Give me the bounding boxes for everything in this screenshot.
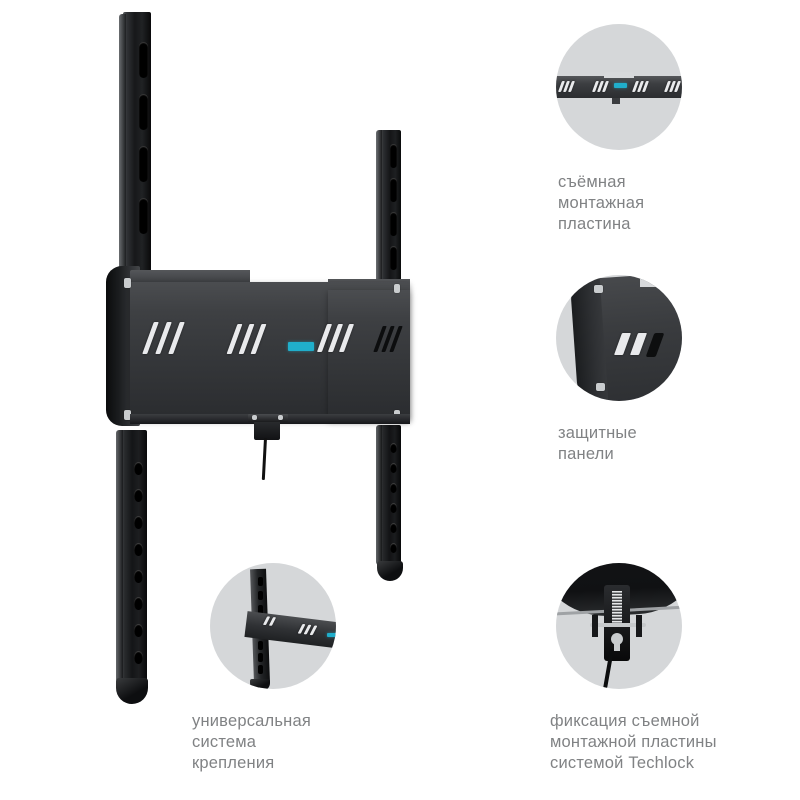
- rail-hole: [134, 489, 143, 502]
- rail-hole: [134, 651, 143, 664]
- callout-circle-removable-mounting-plate: [556, 24, 682, 150]
- rail-upper-left: [115, 12, 155, 297]
- rail-slot: [258, 605, 263, 614]
- rail-slot: [258, 653, 263, 662]
- callout-circle-universal-mounting-system: [210, 563, 336, 689]
- techlock-pull-cord: [261, 437, 267, 481]
- brand-logo: [327, 633, 336, 637]
- rail-upper-right: [373, 130, 409, 300]
- rail-hole: [390, 443, 397, 453]
- callout-protective-panels: защитные панели: [556, 275, 796, 475]
- techlock-wing: [592, 615, 598, 637]
- callout-label-removable-mounting-plate: съёмная монтажная пластина: [558, 173, 645, 233]
- protective-panel-top-step: [640, 275, 682, 287]
- mount-front-panel-right: [328, 290, 410, 420]
- rail-hole: [390, 483, 397, 493]
- screw-cap: [596, 383, 605, 391]
- techlock-keyhole-slot: [614, 641, 620, 651]
- techlock-latch-bracket: [248, 414, 288, 422]
- rail-hole: [134, 624, 143, 637]
- rail-hole: [390, 523, 397, 533]
- rail-hole: [134, 516, 143, 529]
- rail-slot: [258, 591, 263, 600]
- rail-foot-cap: [377, 561, 403, 581]
- rail-slot: [258, 577, 263, 586]
- mounting-plate-notch: [604, 72, 634, 78]
- screw-cap: [594, 285, 603, 293]
- techlock-wing: [636, 615, 642, 637]
- screw-cap: [252, 415, 257, 420]
- rail-hole: [390, 543, 397, 553]
- rail-slot: [390, 144, 397, 168]
- body-top-edge: [130, 270, 250, 284]
- screw-cap: [394, 284, 400, 293]
- callout-label-techlock-fixation: фиксация съемной монтажной пластины сист…: [550, 712, 717, 772]
- cross-arm-end-tab: [333, 638, 336, 654]
- callout-label-protective-panels: защитные панели: [558, 424, 637, 463]
- callout-techlock-fixation: фиксация съемной монтажной пластины сист…: [550, 563, 800, 793]
- screw-cap: [124, 410, 131, 420]
- rail-slot: [139, 146, 148, 182]
- screw-cap: [124, 278, 131, 288]
- vent-group: [316, 324, 362, 352]
- rail-slot: [390, 212, 397, 236]
- rail-hole: [134, 543, 143, 556]
- brand-logo: [288, 342, 314, 351]
- rail-slot: [258, 665, 263, 674]
- mounting-plate-center-tab: [612, 98, 620, 104]
- vent-group: [262, 616, 282, 627]
- rail-hole: [390, 463, 397, 473]
- main-product-image: [90, 0, 450, 720]
- rail-slot: [139, 198, 148, 234]
- rail-slot: [390, 178, 397, 202]
- callout-label-universal-mounting-system: универсальная система крепления: [192, 712, 311, 772]
- vent-group: [142, 322, 192, 354]
- rail-hole: [134, 462, 143, 475]
- techlock-latch: [254, 418, 280, 440]
- rail-slot: [390, 246, 397, 270]
- rail-lower-right: [373, 425, 411, 585]
- vent-group: [226, 324, 276, 354]
- rail-slot: [258, 641, 263, 650]
- rail-slot: [139, 42, 148, 78]
- vent-group: [663, 81, 682, 92]
- rail-hole: [134, 570, 143, 583]
- callout-removable-mounting-plate: съёмная монтажная пластина: [556, 24, 796, 254]
- vent-group: [557, 81, 578, 92]
- techlock-cross-pin: [590, 623, 646, 627]
- callout-universal-mounting-system: универсальная система крепления: [192, 563, 450, 793]
- rail-slot: [139, 94, 148, 130]
- vent-group: [373, 326, 408, 352]
- vent-group: [591, 81, 612, 92]
- techlock-spring: [612, 591, 622, 625]
- rail-foot-cap: [116, 678, 148, 704]
- callout-circle-techlock-fixation: [556, 563, 682, 689]
- callout-circle-protective-panels: [556, 275, 682, 401]
- rail-lower-left: [112, 430, 154, 704]
- brand-logo: [614, 83, 627, 88]
- rail-hole: [390, 503, 397, 513]
- rail-foot-cap: [250, 679, 270, 689]
- screw-cap: [278, 415, 283, 420]
- rail-hole: [134, 597, 143, 610]
- mount-body-assembly: [106, 262, 426, 481]
- vent-group: [631, 81, 652, 92]
